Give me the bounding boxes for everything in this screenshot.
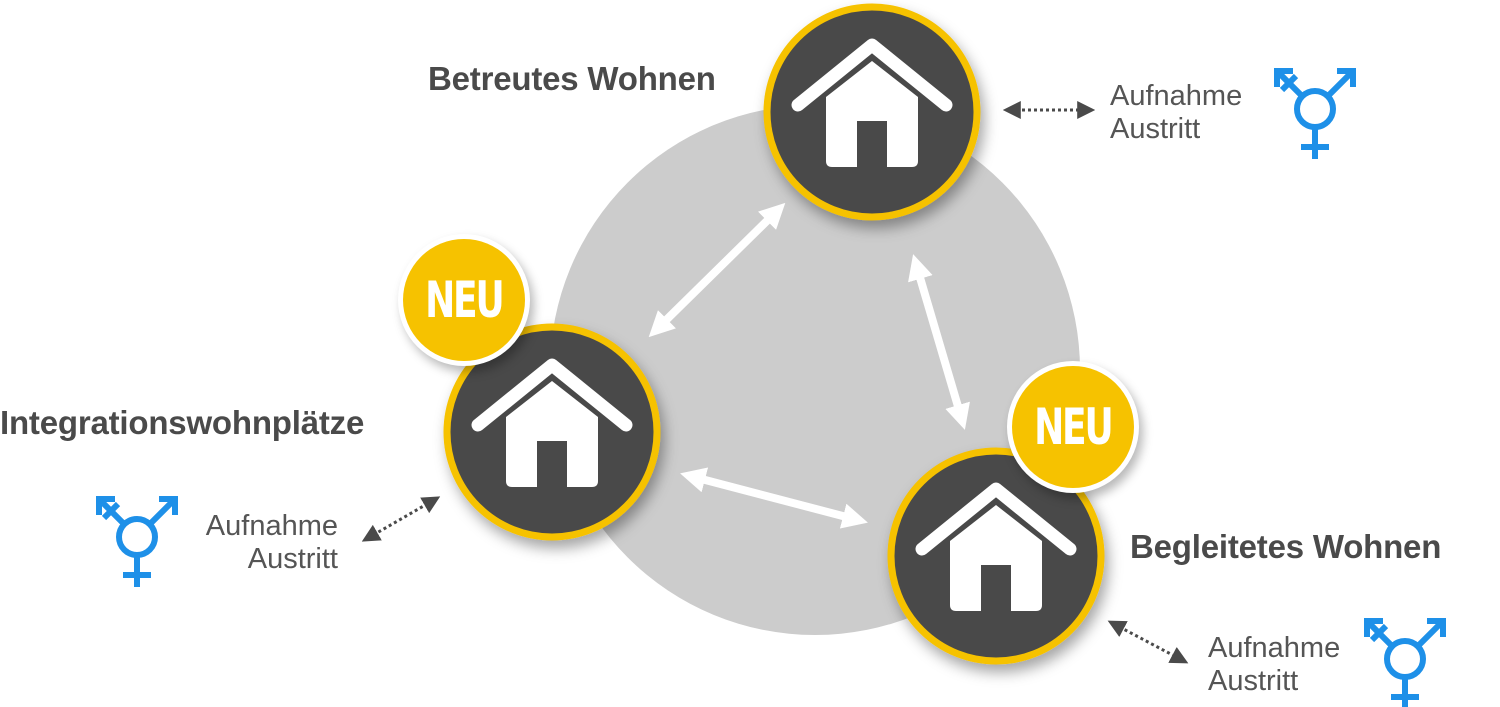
node-betreutes-wohnen bbox=[763, 3, 981, 221]
status-label: Aufnahme Austritt bbox=[1208, 632, 1340, 698]
node-integrationswohnplaetze bbox=[443, 323, 661, 541]
status-connector-icon bbox=[1107, 620, 1189, 664]
node-title: Integrationswohnplätze bbox=[0, 404, 365, 441]
status-label: Aufnahme Austritt bbox=[192, 510, 338, 576]
double-arrow-icon bbox=[648, 202, 786, 338]
status-connector-icon bbox=[361, 496, 441, 542]
status-label: Aufnahme Austritt bbox=[1110, 80, 1242, 146]
status-line: Austritt bbox=[1110, 113, 1201, 145]
node-begleitetes-wohnen bbox=[887, 447, 1105, 665]
new-badge: NEU bbox=[1012, 366, 1134, 488]
double-arrow-icon bbox=[680, 467, 868, 529]
status-line: Austritt bbox=[1208, 665, 1299, 697]
status-line: Aufnahme bbox=[1208, 632, 1341, 664]
node-title: Betreutes Wohnen bbox=[428, 60, 716, 97]
transgender-symbol-icon bbox=[99, 499, 175, 587]
transgender-symbol-icon bbox=[1367, 621, 1443, 707]
status-line: Aufnahme bbox=[1110, 80, 1243, 112]
status-line: Austritt bbox=[247, 543, 338, 575]
node-title: Begleitetes Wohnen bbox=[1130, 528, 1442, 565]
status-line: Aufnahme bbox=[205, 510, 338, 542]
new-badge: NEU bbox=[403, 239, 525, 361]
transgender-symbol-icon bbox=[1277, 71, 1353, 159]
double-arrow-icon bbox=[908, 254, 970, 430]
